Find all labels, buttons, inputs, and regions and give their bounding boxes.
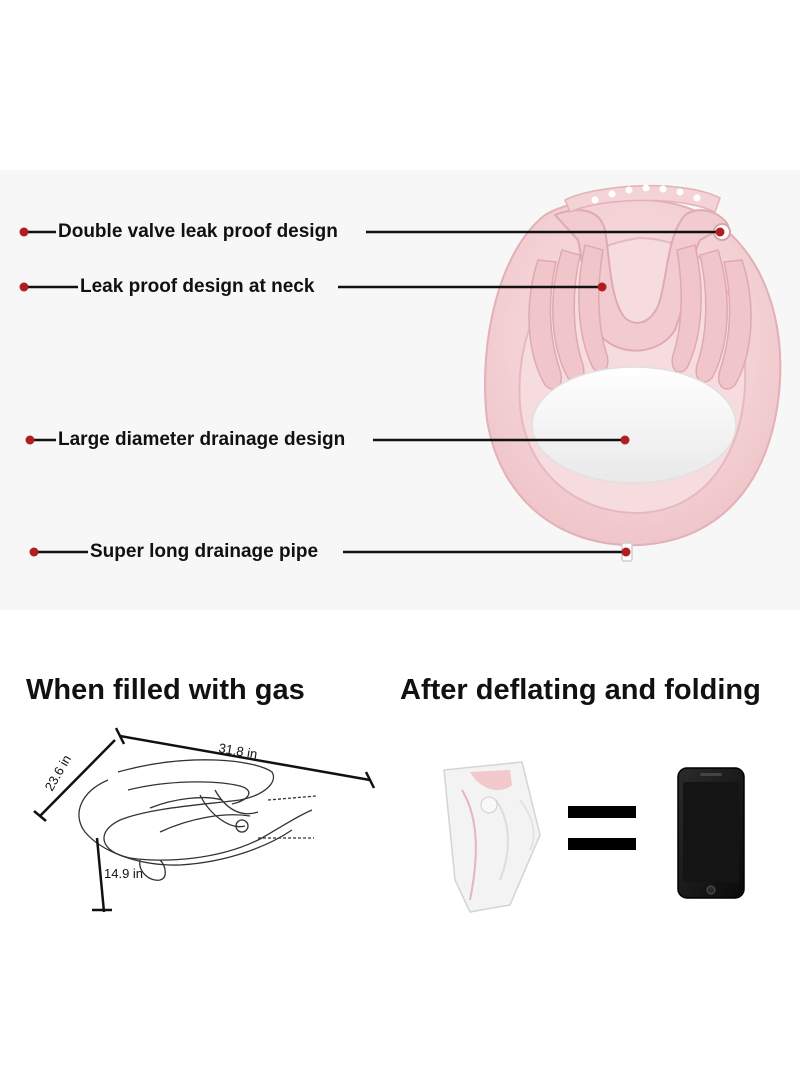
marker-dot-icon (19, 282, 29, 292)
feature-label-drainage: Large diameter drainage design (56, 429, 348, 451)
left-tube-ribs (528, 244, 609, 390)
drain-bowl (531, 366, 737, 484)
dimension-lines (33, 727, 376, 913)
length-dimension-line (119, 734, 371, 782)
top-strap (564, 184, 721, 214)
marker-dot-icon (620, 435, 630, 445)
heading-deflated: After deflating and folding (400, 674, 761, 706)
pink-basin-image (484, 184, 782, 562)
heading-inflated: When filled with gas (26, 674, 305, 706)
callout-lines (26, 230, 720, 554)
right-tube-ribs (671, 244, 752, 390)
height-dimension-line (95, 837, 106, 913)
folded-basin-image (443, 761, 541, 913)
callout-markers (19, 227, 725, 557)
smartphone-icon (677, 767, 745, 899)
marker-dot-icon (29, 547, 39, 557)
length-label: 31.8 in (217, 740, 258, 762)
marker-dot-icon (19, 227, 29, 237)
marker-dot-icon (597, 282, 607, 292)
feature-label-drain-pipe: Super long drainage pipe (88, 541, 321, 563)
feature-label-double-valve: Double valve leak proof design (56, 221, 340, 243)
marker-dot-icon (715, 227, 725, 237)
height-label: 14.9 in (104, 866, 143, 881)
equals-sign-icon (568, 806, 636, 850)
inflated-basin-line-drawing (78, 759, 317, 881)
feature-label-neck: Leak proof design at neck (78, 276, 317, 298)
marker-dot-icon (25, 435, 35, 445)
width-dimension-line (39, 739, 116, 817)
marker-dot-icon (621, 547, 631, 557)
